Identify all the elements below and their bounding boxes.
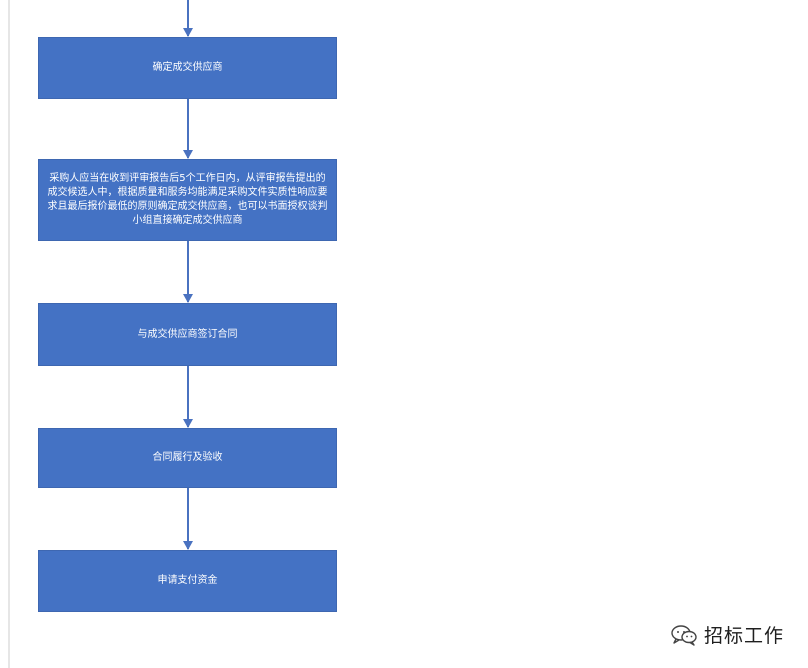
flow-arrow [183, 99, 193, 159]
flow-step-request-payment: 申请支付资金 [38, 550, 337, 612]
flow-step-review-report-rule: 采购人应当在收到评审报告后5个工作日内，从评审报告提出的成交候选人中，根据质量和… [38, 159, 337, 241]
flow-step-label: 与成交供应商签订合同 [137, 328, 238, 340]
flow-step-sign-contract: 与成交供应商签订合同 [38, 303, 337, 366]
flow-step-label: 合同履行及验收 [152, 452, 223, 463]
flow-arrow [183, 488, 193, 550]
flow-step-label: 采购人应当在收到评审报告后5个工作日内，从评审报告提出的成交候选人中，根据质量和… [47, 173, 328, 226]
flow-arrow [183, 241, 193, 303]
wechat-watermark: 招标工作 [670, 621, 784, 648]
flow-arrow [183, 366, 193, 428]
flow-arrow-incoming [183, 0, 193, 37]
flow-step-label: 申请支付资金 [157, 575, 218, 586]
left-margin-rule [8, 0, 10, 668]
watermark-text: 招标工作 [703, 625, 784, 647]
flow-step-perform-and-accept: 合同履行及验收 [38, 428, 337, 488]
flow-step-determine-supplier: 确定成交供应商 [38, 37, 337, 99]
flow-step-label: 确定成交供应商 [152, 62, 223, 73]
wechat-logo-icon [670, 624, 698, 646]
